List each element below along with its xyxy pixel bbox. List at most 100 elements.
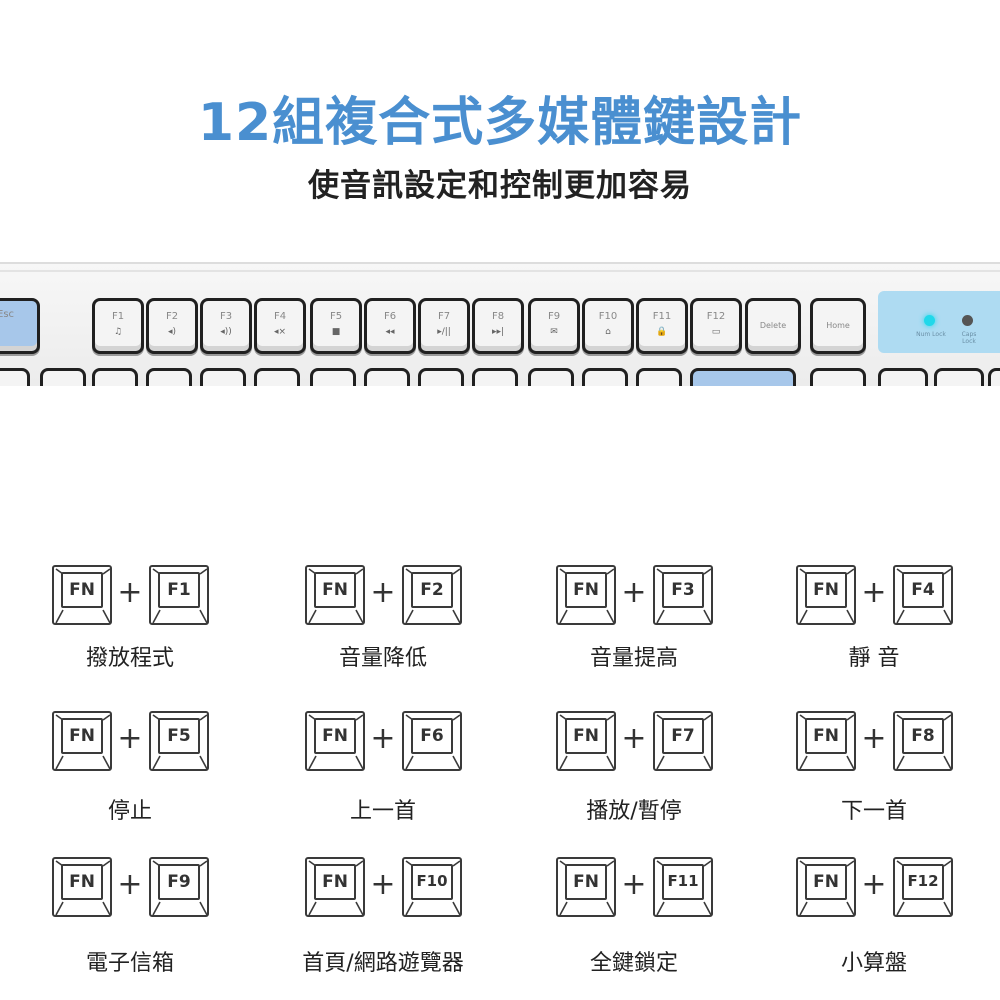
function-key-label: F5 [329,311,343,322]
shortcut-description: 音量提高 [589,646,678,671]
keycap-label: FN [813,580,839,600]
number-row-key [0,368,30,386]
fn-keycap: FN [556,857,616,917]
function-keycap: F4 [893,565,953,625]
keycap-face [902,718,944,754]
media-icon: ■ [331,327,341,337]
media-icon: ♫ [113,327,123,337]
keycap-outline-icon [656,714,712,770]
number-row-key [40,368,86,386]
keycap-face [61,718,103,754]
plus-sign: + [861,867,887,902]
function-key-f2: F2◂) [146,298,198,354]
fn-keycap: FN [796,857,856,917]
function-keycap: F3 [653,565,713,625]
keycap-face [314,864,356,900]
function-key-f3: F3 ◂)) [200,298,252,354]
number-row-key [146,368,192,386]
function-keycap: F11 [653,857,713,917]
plus-sign: + [861,721,887,756]
shortcut-description: 播放/暫停 [586,799,682,824]
media-icon: ▭ [711,327,721,337]
keycap-label: F3 [671,580,695,600]
keycap-label: F12 [907,872,939,890]
function-keycap: F7 [653,711,713,771]
media-icon: 🔒 [656,327,668,337]
shortcut-description: 音量降低 [338,646,427,671]
shortcut-fn-f12: FN + F12 [796,857,996,987]
plus-sign: + [621,721,647,756]
shortcut-fn-f8: FN + F8 [796,711,996,841]
number-row-key [418,368,464,386]
shortcut-description: 靜 音 [848,646,900,671]
keycap-label: FN [813,726,839,746]
keycap-label: FN [69,726,95,746]
number-row-key [636,368,682,386]
function-key-label: F7 [437,311,451,322]
function-key-label: F6 [383,311,397,322]
keycap-label: FN [573,580,599,600]
keycap-label: FN [573,726,599,746]
plus-sign: + [370,721,396,756]
page-subtitle: 使音訊設定和控制更加容易 [308,168,692,204]
keycap-face [805,718,847,754]
fn-keycap: FN [305,565,365,625]
shortcut-fn-f7: FN +F7 [556,711,756,841]
plus-sign: + [117,575,143,610]
plus-sign: + [117,721,143,756]
function-keycap: F1 [149,565,209,625]
function-key-label: F12 [706,311,726,322]
keycap-label: FN [322,872,348,892]
keycap-face [411,864,453,900]
function-key-f6: F6◂◂ [364,298,416,354]
shortcut-description: 停止 [107,799,152,824]
function-keycap: F8 [893,711,953,771]
keyboard-edge [0,270,1000,272]
function-key-label: F3 [219,311,233,322]
function-key-f12: F12 ▭ [690,298,742,354]
keycap-label: F6 [420,726,444,746]
keycap-label: F2 [420,580,444,600]
keycap-face [314,718,356,754]
fn-keycap: FN [556,711,616,771]
function-key-f10: F10⌂ [582,298,634,354]
function-keycap: F5 [149,711,209,771]
function-keycap: F10 [402,857,462,917]
function-key-f11: F11🔒 [636,298,688,354]
fn-keycap: FN [796,711,856,771]
keycap-face [61,864,103,900]
shortcut-fn-f5: FN +F5 [52,711,252,841]
backspace-key [690,368,796,386]
keycap-label: FN [813,872,839,892]
shortcut-fn-f2: FN+ F2 [305,565,505,695]
plus-sign: + [621,575,647,610]
plus-sign: + [621,867,647,902]
keycap-label: F4 [911,580,935,600]
page-title: 12組複合式多媒體鍵設計 [197,93,803,153]
number-row-key [582,368,628,386]
keycap-face [565,572,607,608]
function-key-f7: F7▸/|| [418,298,470,354]
keycap-label: FN [69,580,95,600]
media-icon: ◂)) [220,327,232,337]
number-row-key [364,368,410,386]
plus-sign: + [370,575,396,610]
fn-keycap: FN [305,857,365,917]
shortcut-description: 上一首 [349,799,416,824]
shortcut-description: 小算盤 [840,951,907,976]
keycap-outline-icon [896,714,952,770]
delete-key-label: Delete [759,321,787,330]
number-row-key [878,368,928,386]
shortcut-description: 全鍵鎖定 [589,951,678,976]
shortcut-description: 首頁/網路遊覽器 [302,951,464,976]
keycap-outline-icon [308,860,364,916]
function-key-f1: F1♫ [92,298,144,354]
keycap-face [411,718,453,754]
shortcut-description: 電子信箱 [85,951,174,976]
function-keycap: F2 [402,565,462,625]
keycap-face [411,572,453,608]
keycap-face [158,864,200,900]
keycap-label: F8 [911,726,935,746]
function-keycap: F6 [402,711,462,771]
media-icon: ✉ [550,327,558,337]
